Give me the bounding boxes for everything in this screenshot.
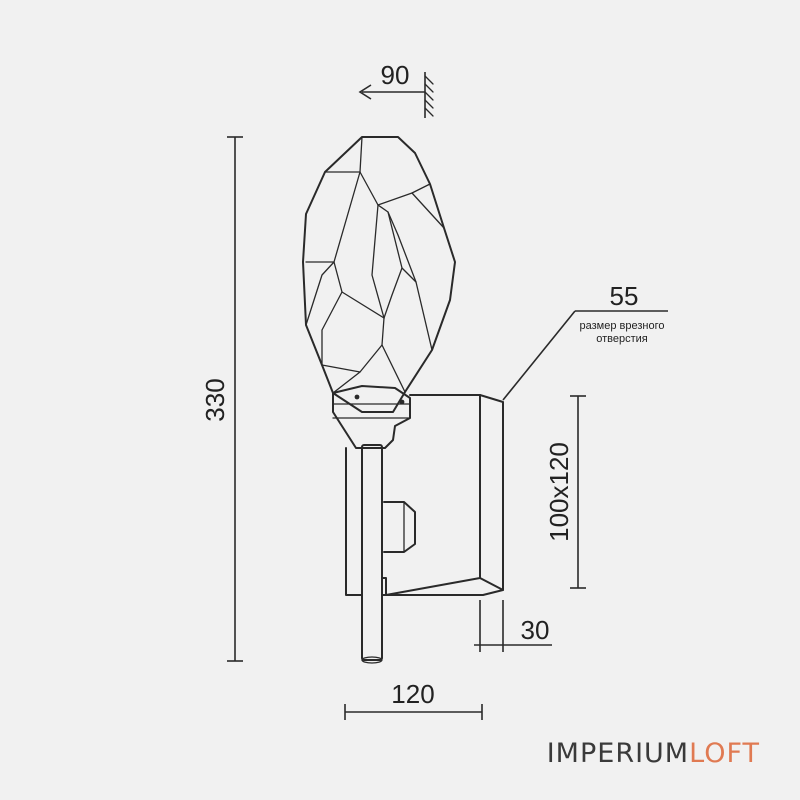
brand-part1: IMPERIUM [547,738,689,769]
hole-size-callout: 55 размер врезного отверстия [502,281,668,401]
plate-front [381,394,481,596]
hole-leader-diagonal [502,310,576,401]
screw-left [354,394,360,400]
brand-logo: IMPERIUMLOFT [547,738,760,769]
angle-label: 90 [381,60,410,90]
base-label: 100x120 [544,442,574,542]
side-bracket [383,501,416,553]
crystal-shade [302,136,456,413]
screw-right [399,399,405,405]
base-dimension: 100x120 [544,395,586,589]
height-label: 330 [200,378,230,421]
width-label: 120 [391,679,434,709]
height-dimension: 330 [200,136,243,662]
hole-size-label: 55 [610,281,639,311]
plate-side [479,394,504,591]
hole-caption-line1: размер врезного [580,320,665,332]
plate-bottom [385,589,504,596]
wall-plate [345,394,504,596]
stem [361,444,383,664]
shade-outline [302,136,456,413]
shade-holder [332,385,411,449]
rotation-indicator: 90 [358,60,434,118]
depth-label: 30 [521,615,550,645]
stem-tube [361,444,383,661]
depth-dimension: 30 [474,600,552,652]
hole-caption-line2: отверстия [596,333,648,345]
brand-part2: LOFT [689,738,760,769]
wall-hatch [424,75,434,117]
rotation-arrow-head [358,84,372,100]
plate-back-edge [345,447,363,596]
width-dimension: 120 [344,679,483,720]
